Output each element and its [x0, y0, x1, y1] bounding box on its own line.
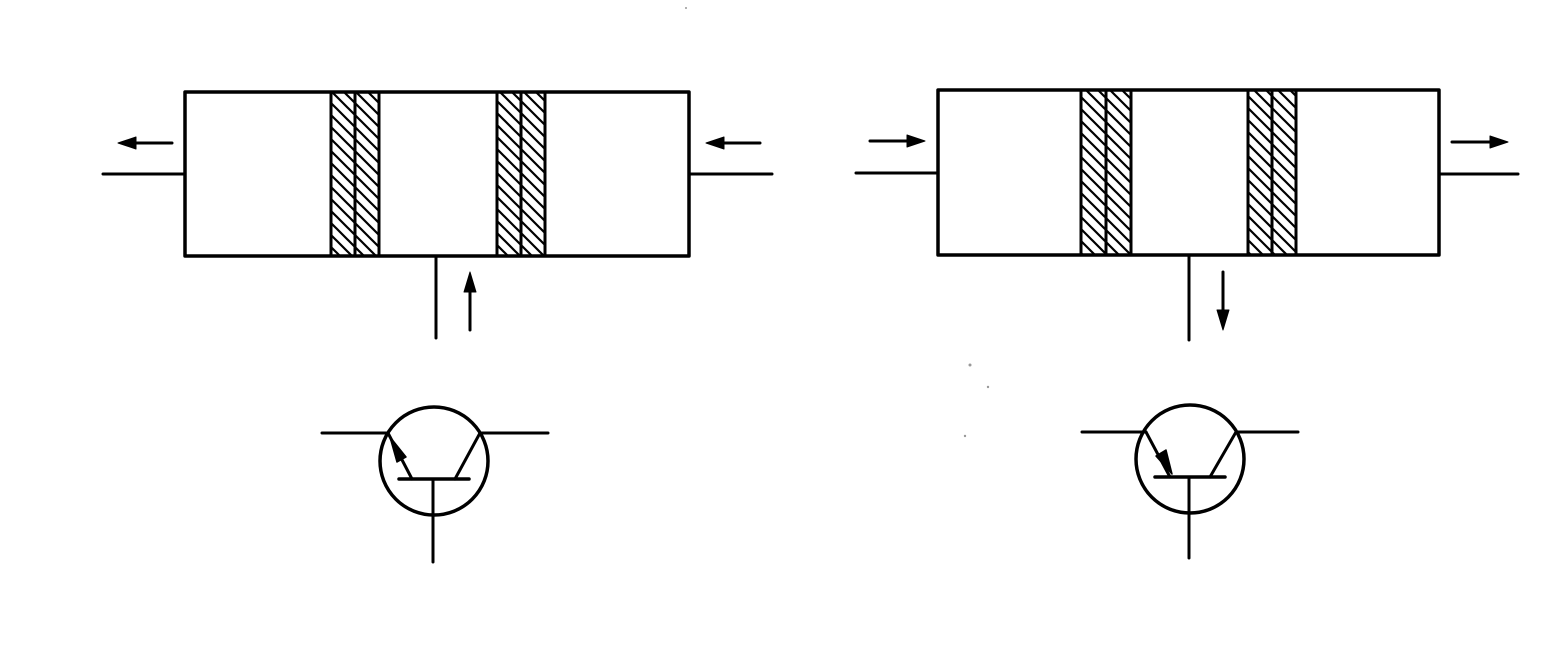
- left-junction-2a: [495, 90, 523, 258]
- right-arrow-right: [1450, 135, 1509, 149]
- right-junction-1a: [1079, 88, 1108, 257]
- left-semiconductor-body: [183, 90, 691, 258]
- right-junction-2a: [1246, 88, 1274, 257]
- left-arrow-up: [463, 271, 477, 332]
- right-symbol-emitter-arrow: [1155, 449, 1173, 475]
- left-symbol-emitter-arrow: [389, 436, 407, 463]
- right-arrow-down: [1216, 270, 1230, 331]
- right-junction-2b: [1270, 88, 1298, 257]
- left-symbol-collector-leg: [453, 431, 482, 481]
- right-transistor-symbol: [1080, 403, 1300, 560]
- right-device: [854, 88, 1520, 560]
- right-junction-1b: [1104, 88, 1133, 257]
- left-device: [101, 90, 774, 564]
- right-semiconductor-body: [936, 88, 1441, 257]
- left-transistor-symbol: [320, 405, 550, 564]
- left-arrow-right: [705, 136, 762, 150]
- left-arrow-left: [117, 136, 174, 150]
- left-junction-1b: [353, 90, 381, 258]
- left-junction-1a: [329, 90, 357, 258]
- left-junction-2b: [519, 90, 547, 258]
- right-symbol-collector-leg: [1208, 430, 1238, 479]
- right-arrow-left: [868, 134, 926, 148]
- scan-specks: [685, 7, 990, 438]
